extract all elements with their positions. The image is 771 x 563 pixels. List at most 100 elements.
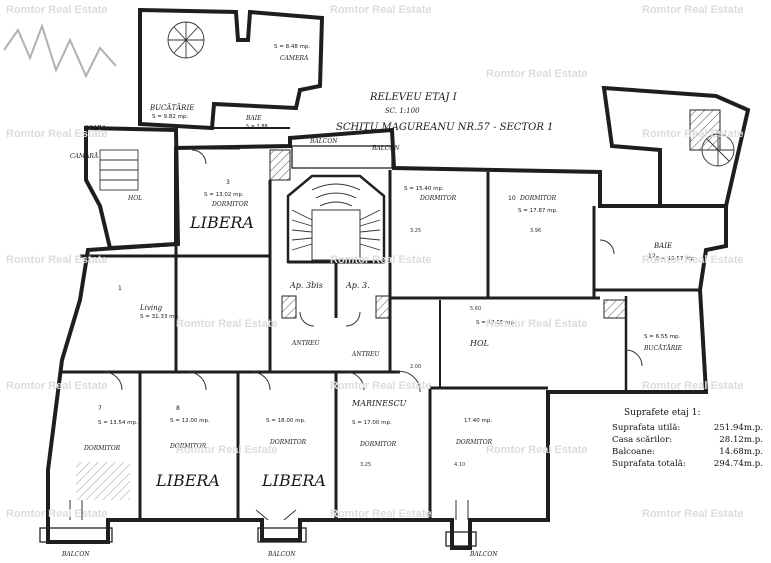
- svg-text:2.00: 2.00: [410, 364, 421, 370]
- watermark: Romtor Real Estate: [6, 380, 108, 392]
- watermark: Romtor Real Estate: [642, 254, 744, 266]
- svg-text:HOL: HOL: [469, 339, 489, 348]
- svg-text:12: 12: [648, 253, 656, 260]
- balconies: [39, 145, 477, 547]
- watermark: Romtor Real Estate: [486, 68, 588, 80]
- totals-row: Suprafata utilă: 251.94m.p.: [612, 422, 767, 434]
- stair-hall: [286, 174, 386, 318]
- totals-label: Suprafata totală:: [612, 459, 686, 469]
- watermark: Romtor Real Estate: [642, 508, 744, 520]
- svg-text:DORMITOR: DORMITOR: [269, 439, 307, 446]
- svg-text:S = 17.87 mp.: S = 17.87 mp.: [518, 208, 558, 214]
- svg-text:S = 13.54 mp.: S = 13.54 mp.: [98, 420, 138, 426]
- misc-labels: Ap. 3bis Ap. 3. ANTREU ANTREU HOL MARINE…: [61, 125, 498, 558]
- svg-text:S = 8.48 mp.: S = 8.48 mp.: [274, 44, 310, 50]
- totals-row: Balcoane: 14.68m.p.: [612, 446, 767, 458]
- svg-text:3.25: 3.25: [360, 462, 371, 468]
- svg-text:S = 12.00 mp.: S = 12.00 mp.: [170, 418, 210, 424]
- totals-row: Casa scărilor: 28.12m.p.: [612, 434, 767, 446]
- plan-title: RELEVEU ETAJ I SC. 1:100 SCHITU MAGUREAN…: [336, 92, 553, 133]
- svg-text:7: 7: [98, 405, 102, 412]
- svg-text:S = 18.00 mp.: S = 18.00 mp.: [266, 418, 306, 424]
- watermark: Romtor Real Estate: [6, 4, 108, 16]
- svg-text:BUCĂTĂRIE: BUCĂTĂRIE: [643, 345, 683, 352]
- svg-text:S = 31.33 mp.: S = 31.33 mp.: [140, 314, 180, 320]
- svg-text:BALCON: BALCON: [267, 551, 296, 558]
- svg-text:ANTREU: ANTREU: [351, 351, 380, 358]
- svg-text:CAMARĂ: CAMARĂ: [70, 153, 99, 160]
- totals-value: 294.74m.p.: [713, 459, 763, 469]
- svg-text:3.96: 3.96: [530, 228, 541, 234]
- svg-text:3: 3: [226, 179, 230, 186]
- totals-row: Suprafata totală: 294.74m.p.: [612, 458, 767, 470]
- watermark: Romtor Real Estate: [330, 508, 432, 520]
- watermark: Romtor Real Estate: [642, 380, 744, 392]
- svg-text:BAIE: BAIE: [653, 242, 672, 250]
- watermark: Romtor Real Estate: [486, 444, 588, 456]
- watermark: Romtor Real Estate: [330, 254, 432, 266]
- svg-text:BALCON: BALCON: [61, 551, 90, 558]
- title-scale: SC. 1:100: [385, 107, 420, 115]
- totals-label: Suprafata utilă:: [612, 423, 681, 433]
- interior-walls: [62, 127, 700, 520]
- door-swings: [69, 149, 643, 521]
- svg-text:BALCON: BALCON: [309, 138, 338, 145]
- libera-top: LIBERA: [189, 213, 254, 232]
- annex-stairs: [99, 21, 735, 191]
- svg-text:MARINESCU: MARINESCU: [351, 399, 407, 408]
- libera-bottom-2: LIBERA: [261, 471, 326, 490]
- svg-text:10: 10: [508, 195, 516, 202]
- watermark: Romtor Real Estate: [486, 318, 588, 330]
- svg-text:S = 6.55 mp.: S = 6.55 mp.: [644, 334, 680, 340]
- svg-text:DORMITOR: DORMITOR: [83, 445, 121, 452]
- totals-value: 14.68m.p.: [719, 447, 763, 457]
- svg-text:DORMITOR: DORMITOR: [455, 439, 493, 446]
- svg-text:SCARA: SCARA: [84, 125, 107, 132]
- svg-text:BALCON: BALCON: [469, 551, 498, 558]
- watermark: Romtor Real Estate: [330, 4, 432, 16]
- svg-text:DORMITOR: DORMITOR: [169, 443, 207, 450]
- svg-text:BALCON: BALCON: [371, 145, 400, 152]
- svg-text:DORMITOR: DORMITOR: [359, 441, 397, 448]
- svg-text:17.40 mp.: 17.40 mp.: [464, 418, 492, 424]
- svg-text:DORMITOR: DORMITOR: [519, 195, 557, 202]
- svg-text:BUCĂTĂRIE: BUCĂTĂRIE: [149, 103, 194, 112]
- totals-value: 251.94m.p.: [713, 423, 763, 433]
- svg-text:S = 17.00 mp.: S = 17.00 mp.: [352, 420, 392, 426]
- svg-text:DORMITOR: DORMITOR: [419, 195, 457, 202]
- svg-text:HOL: HOL: [127, 195, 142, 202]
- watermark: Romtor Real Estate: [642, 128, 744, 140]
- svg-text:S = 13.02 mp.: S = 13.02 mp.: [204, 192, 244, 198]
- svg-text:S = 9.82 mp.: S = 9.82 mp.: [152, 114, 188, 120]
- svg-text:3.25: 3.25: [410, 228, 421, 234]
- watermark: Romtor Real Estate: [330, 380, 432, 392]
- svg-text:BAIE: BAIE: [245, 115, 262, 122]
- libera-bottom-1: LIBERA: [155, 471, 220, 490]
- hatched-columns: [269, 109, 721, 319]
- svg-text:5.60: 5.60: [470, 306, 481, 312]
- svg-text:S = 17.55 mp.: S = 17.55 mp.: [476, 320, 516, 326]
- watermark: Romtor Real Estate: [6, 508, 108, 520]
- svg-text:8: 8: [176, 405, 180, 412]
- totals-header: Suprafete etaj 1:: [624, 408, 701, 418]
- totals-label: Balcoane:: [612, 447, 655, 457]
- svg-text:Ap. 3bis: Ap. 3bis: [289, 281, 323, 290]
- watermark: Romtor Real Estate: [176, 444, 278, 456]
- surface-totals: Suprafete etaj 1: Suprafata utilă: 251.9…: [612, 408, 767, 470]
- svg-text:CAMERA: CAMERA: [280, 55, 309, 62]
- svg-text:S = 15.40 mp.: S = 15.40 mp.: [404, 186, 444, 192]
- svg-text:1: 1: [118, 285, 122, 292]
- watermark: Romtor Real Estate: [6, 254, 108, 266]
- watermark: Romtor Real Estate: [176, 318, 278, 330]
- svg-text:Living: Living: [139, 304, 163, 312]
- svg-text:S = 2.88: S = 2.88: [246, 124, 268, 130]
- totals-value: 28.12m.p.: [719, 435, 763, 445]
- svg-text:Ap. 3.: Ap. 3.: [345, 281, 370, 290]
- scribble-top-left: [3, 22, 117, 79]
- totals-label: Casa scărilor:: [612, 435, 673, 445]
- svg-text:DORMITOR: DORMITOR: [211, 201, 249, 208]
- sketched-area: [76, 462, 130, 500]
- svg-text:ANTREU: ANTREU: [291, 340, 320, 347]
